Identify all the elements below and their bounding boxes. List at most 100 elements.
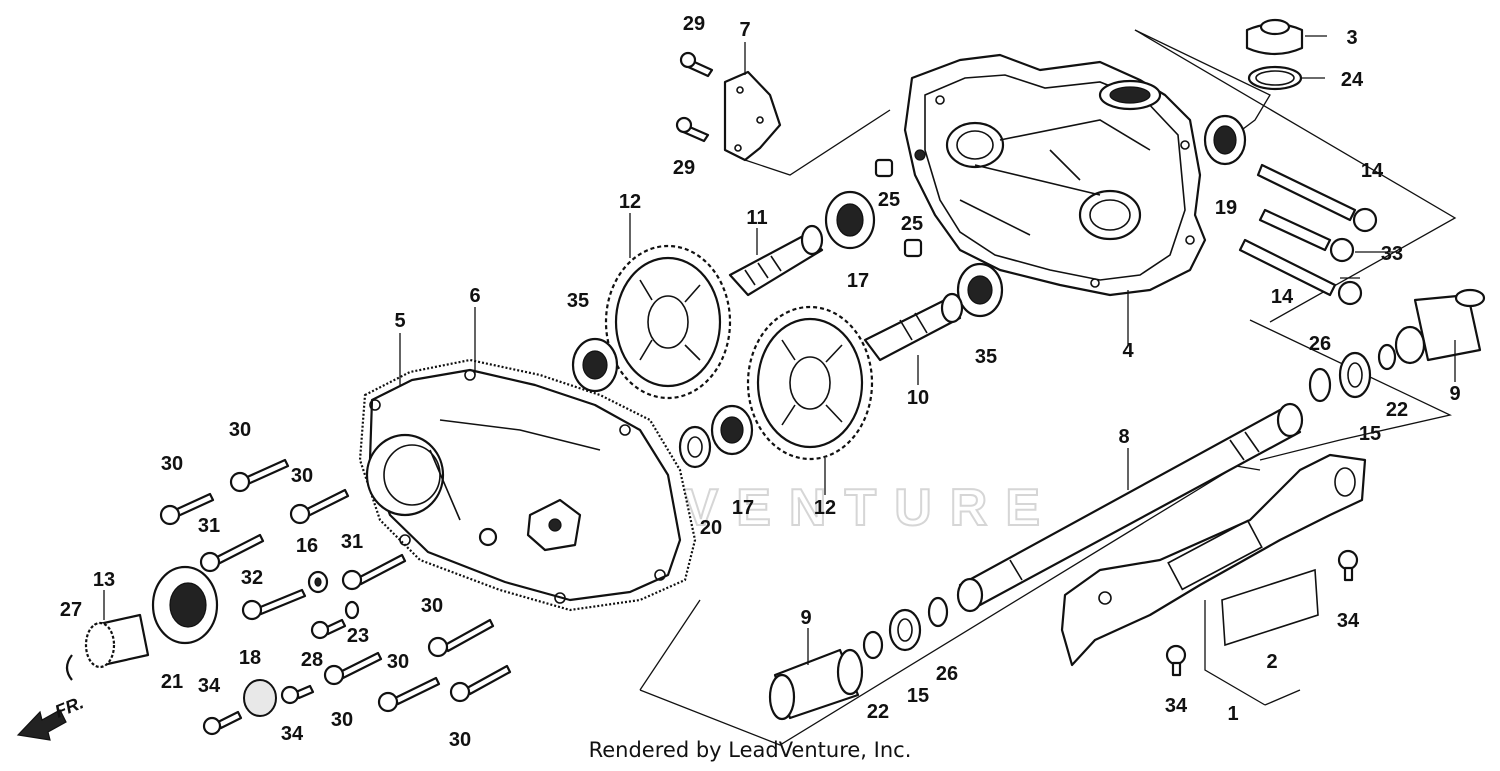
callout-29: 29	[673, 157, 695, 179]
mounting-bracket	[723, 70, 782, 162]
callout-30: 30	[331, 709, 353, 731]
callout-22: 22	[867, 701, 889, 723]
callout-25: 25	[878, 189, 900, 211]
callout-21: 21	[161, 671, 183, 693]
callout-20: 20	[700, 517, 722, 539]
callout-10: 10	[907, 387, 929, 409]
transmission-case-front	[358, 358, 697, 612]
callout-5: 5	[394, 310, 405, 332]
callout-30: 30	[421, 595, 443, 617]
spur-gear	[604, 244, 732, 400]
flange-bolt	[159, 492, 215, 526]
flange-bolt	[377, 676, 441, 713]
callout-19: 19	[1215, 197, 1237, 219]
callout-34: 34	[1337, 610, 1360, 632]
callout-8: 8	[1118, 426, 1129, 448]
callout-15: 15	[907, 685, 929, 707]
callout-16: 16	[296, 535, 318, 557]
callout-32: 32	[241, 567, 263, 589]
callout-17: 17	[732, 497, 754, 519]
callout-3: 3	[1346, 27, 1357, 49]
callout-9: 9	[800, 607, 811, 629]
callout-26: 26	[936, 663, 958, 685]
callout-25: 25	[901, 213, 923, 235]
counter-shaft	[728, 224, 824, 297]
callout-2: 2	[1266, 651, 1277, 673]
ball-bearing	[710, 404, 754, 456]
callout-34: 34	[198, 675, 221, 697]
flange-bolt	[229, 458, 290, 493]
callout-34: 34	[281, 723, 304, 745]
flange-bolt	[202, 710, 243, 736]
dowel-pin	[874, 158, 894, 178]
callout-22: 22	[1386, 399, 1408, 421]
dowel-pin	[903, 238, 923, 258]
callout-12: 12	[619, 191, 641, 213]
snap-ring	[65, 654, 73, 681]
callout-1: 1	[1227, 703, 1238, 725]
callout-12: 12	[814, 497, 836, 519]
hex-bolt	[1337, 549, 1359, 582]
callout-9: 9	[1449, 383, 1460, 405]
callout-11: 11	[746, 207, 767, 229]
callout-29: 29	[683, 13, 705, 35]
callout-30: 30	[291, 465, 313, 487]
callout-31: 31	[341, 531, 363, 553]
spur-gear	[746, 305, 874, 461]
flange-bolt	[241, 588, 307, 621]
large-oil-seal	[151, 565, 219, 645]
axle-collar	[1394, 288, 1486, 365]
ball-bearing	[824, 190, 876, 250]
washer-set-right	[1308, 343, 1397, 403]
flange-bolt	[427, 618, 495, 658]
o-ring	[1247, 65, 1303, 91]
credit-line: Rendered by LeadVenture, Inc.	[588, 738, 912, 762]
oil-seal	[1203, 114, 1247, 166]
flange-bolt	[289, 488, 350, 525]
rubber-cap	[243, 679, 277, 717]
callout-7: 7	[739, 19, 750, 41]
callout-15: 15	[1359, 423, 1381, 445]
callout-17: 17	[847, 270, 869, 292]
callout-14: 14	[1361, 160, 1384, 182]
flange-bolt	[280, 684, 315, 705]
callout-30: 30	[449, 729, 471, 751]
small-washer	[344, 600, 360, 620]
caution-label	[1221, 568, 1319, 647]
ball-bearing	[956, 262, 1004, 318]
callout-13: 13	[93, 569, 115, 591]
callout-18: 18	[239, 647, 261, 669]
flange-bolt	[310, 618, 347, 640]
main-axle	[956, 402, 1304, 613]
callout-24: 24	[1341, 69, 1364, 91]
filler-cap	[1245, 18, 1304, 56]
washer-set-left	[862, 596, 949, 660]
callout-26: 26	[1309, 333, 1331, 355]
callout-27: 27	[60, 599, 82, 621]
flange-bolt	[199, 533, 265, 573]
flange-bolt	[341, 553, 407, 591]
callout-35: 35	[975, 346, 997, 368]
leader-lines	[103, 35, 1456, 665]
axle-collar	[768, 648, 864, 721]
transmission-case-rear	[903, 53, 1207, 297]
callout-30: 30	[229, 419, 251, 441]
drive-shaft-short	[863, 292, 964, 362]
callout-28: 28	[301, 649, 323, 671]
callout-14: 14	[1271, 286, 1294, 308]
flange-bolt	[449, 664, 512, 703]
callout-numbers: 1 2 3 4 5 6 7 8 9 9 10 11 12 12 13 14 14…	[60, 13, 1461, 751]
hex-bolt	[1165, 644, 1187, 677]
washer	[307, 570, 329, 594]
pinion-gear	[84, 613, 150, 669]
callout-31: 31	[198, 515, 220, 537]
front-label: FR.	[52, 692, 86, 721]
callout-6: 6	[469, 285, 480, 307]
thrust-washer	[678, 425, 712, 469]
callout-30: 30	[161, 453, 183, 475]
callout-30: 30	[387, 651, 409, 673]
callout-34: 34	[1165, 695, 1188, 717]
case-bolts	[1238, 163, 1378, 306]
